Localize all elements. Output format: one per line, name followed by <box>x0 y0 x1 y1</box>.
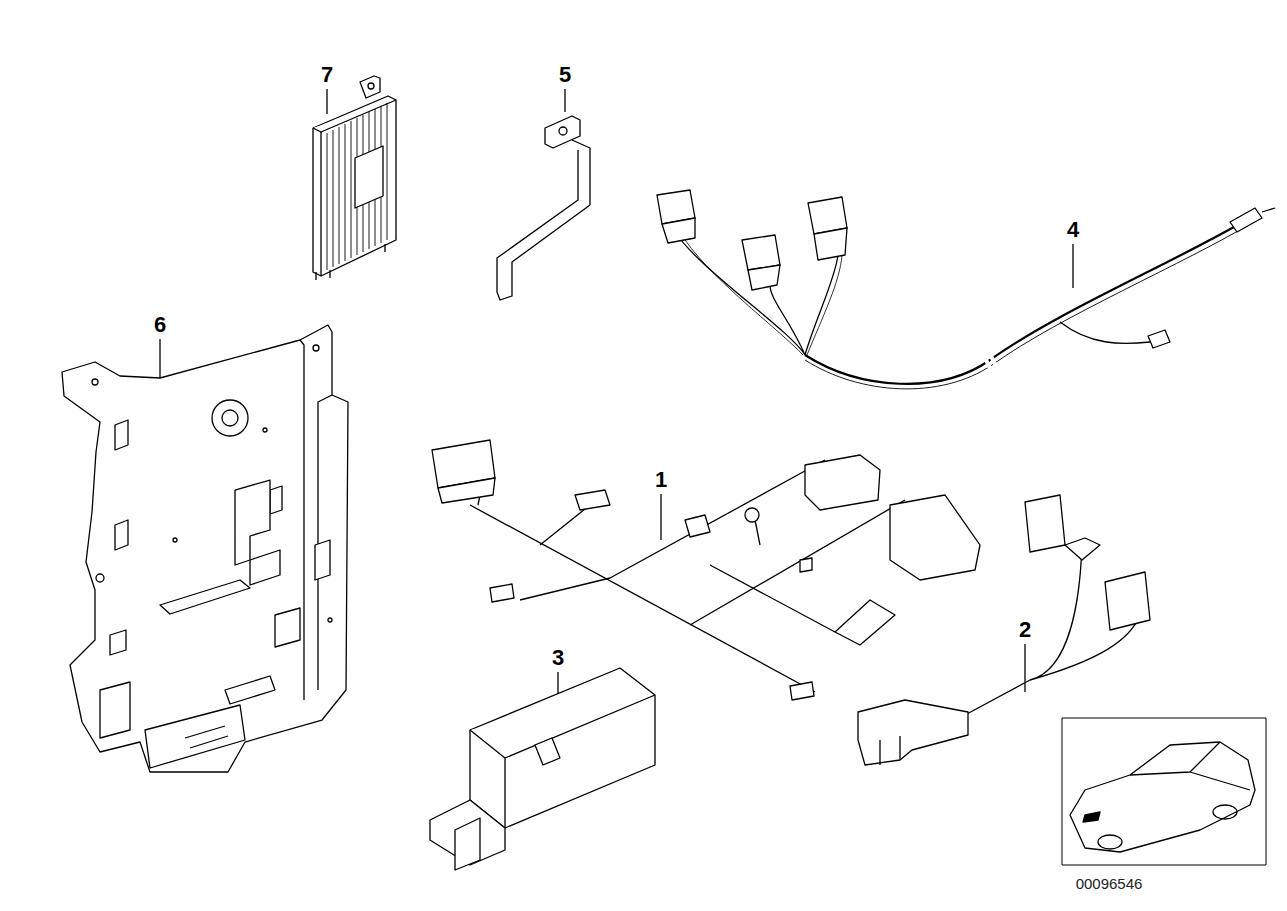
callout-number: 2 <box>1019 619 1031 641</box>
control-module <box>430 668 655 870</box>
mounting-bracket-small <box>497 116 590 300</box>
amplifier-module <box>313 76 396 280</box>
wiring-harness-4 <box>657 190 1275 389</box>
callout-number: 6 <box>154 314 166 336</box>
callout-number: 5 <box>559 64 571 86</box>
reference-number: 00096546 <box>1076 876 1143 891</box>
mounting-plate <box>62 325 348 772</box>
wiring-harness-1 <box>432 440 980 700</box>
callout-number: 4 <box>1067 219 1079 241</box>
callout-number: 1 <box>655 469 667 491</box>
callout-number: 3 <box>552 647 564 669</box>
callout-number: 7 <box>321 64 333 86</box>
vehicle-location-inset <box>1062 718 1266 865</box>
